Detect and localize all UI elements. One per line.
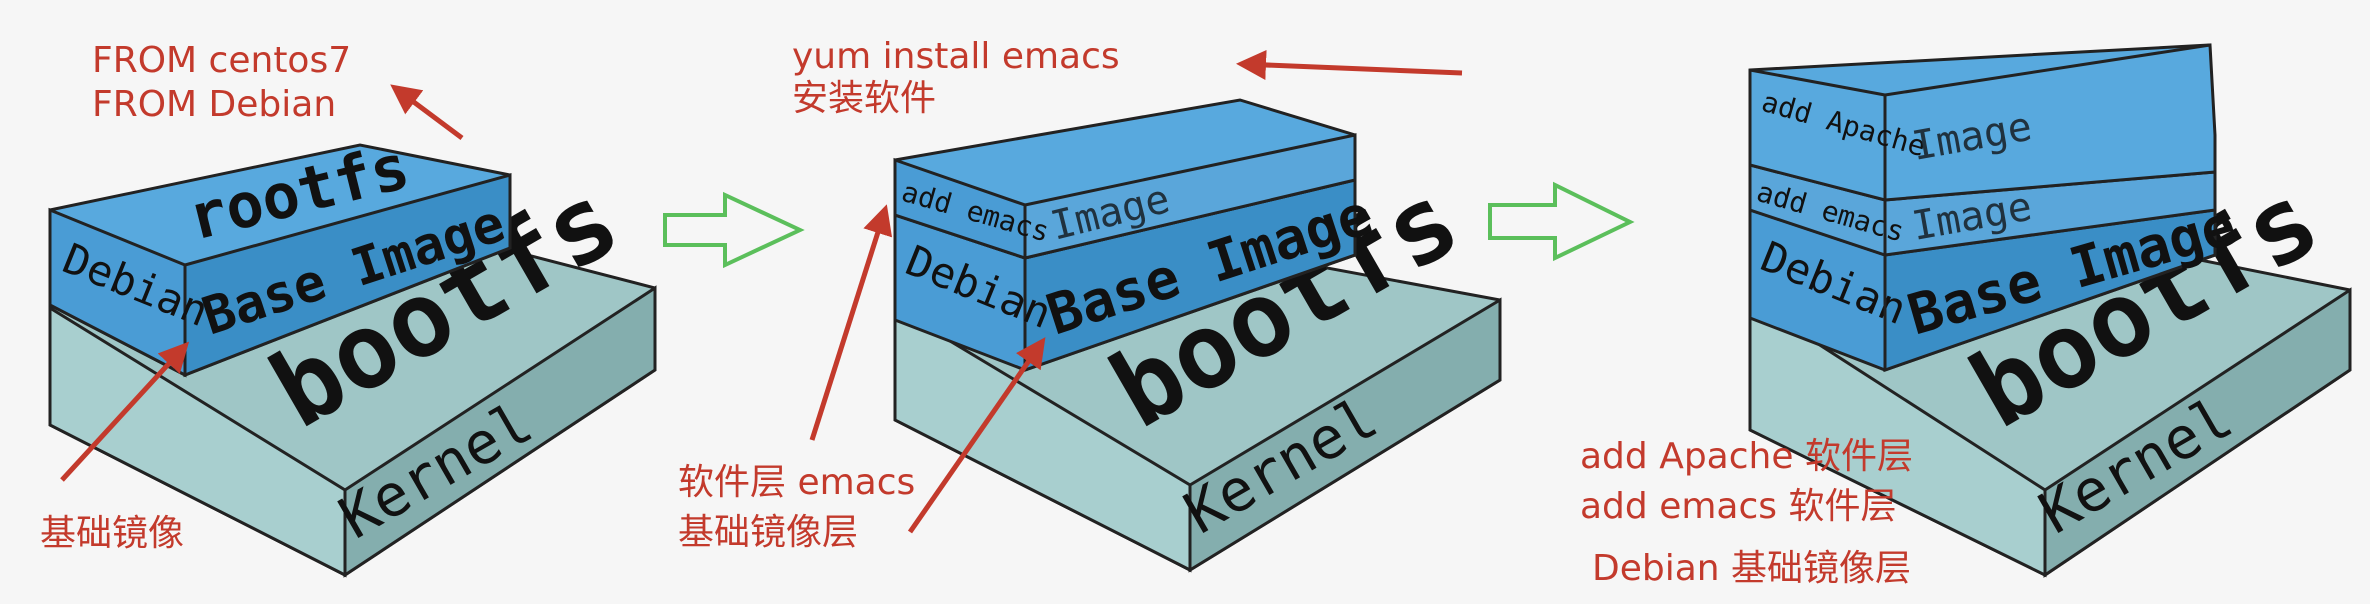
annotation-add-apache-layer: add Apache 软件层 [1580,436,1913,477]
annotation-add-emacs-layer: add emacs 软件层 [1580,486,1896,527]
annotations: FROM centos7 FROM Debian 基础镜像 yum instal… [40,36,1913,589]
layer1-front [893,157,1027,261]
stack-1: Kernel bootfs Debian Base Image rootfs [48,130,657,578]
flow-arrow-2 [1488,181,1635,262]
apache-layer-block: add Apache Image [1748,43,2217,370]
kernel-front [893,305,1192,573]
annotation-base-image-cn: 基础镜像 [40,513,184,554]
arrow-to-base-image [60,341,190,482]
arrow-to-base-layer [907,337,1046,534]
annotation-from-centos7: FROM centos7 [92,40,351,81]
annotation-install-software-cn: 安装软件 [792,78,936,119]
kernel-front [48,305,347,578]
annotation-from-debian: FROM Debian [92,84,336,125]
flow-arrow-1 [663,191,805,269]
base-front [48,207,187,378]
arrow-to-rootfs [390,84,464,141]
arrow-to-layer1 [809,204,893,441]
emacs-layer-block: add emacs Image [893,98,1357,261]
annotation-debian-base-layer: Debian 基础镜像层 [1592,548,1911,589]
stack-3: Kernel bootfs Debian Base Image add emac… [1748,43,2352,578]
annotation-yum-install: yum install emacs [792,36,1120,77]
annotation-base-image-layer-cn: 基础镜像层 [678,512,858,553]
annotation-software-layer-emacs: 软件层 emacs [678,462,915,503]
arrow-to-emacs-layer [1236,49,1463,80]
stack-2: Kernel bootfs Debian Base Image add emac… [893,98,1502,573]
kernel-front [1748,297,2047,578]
